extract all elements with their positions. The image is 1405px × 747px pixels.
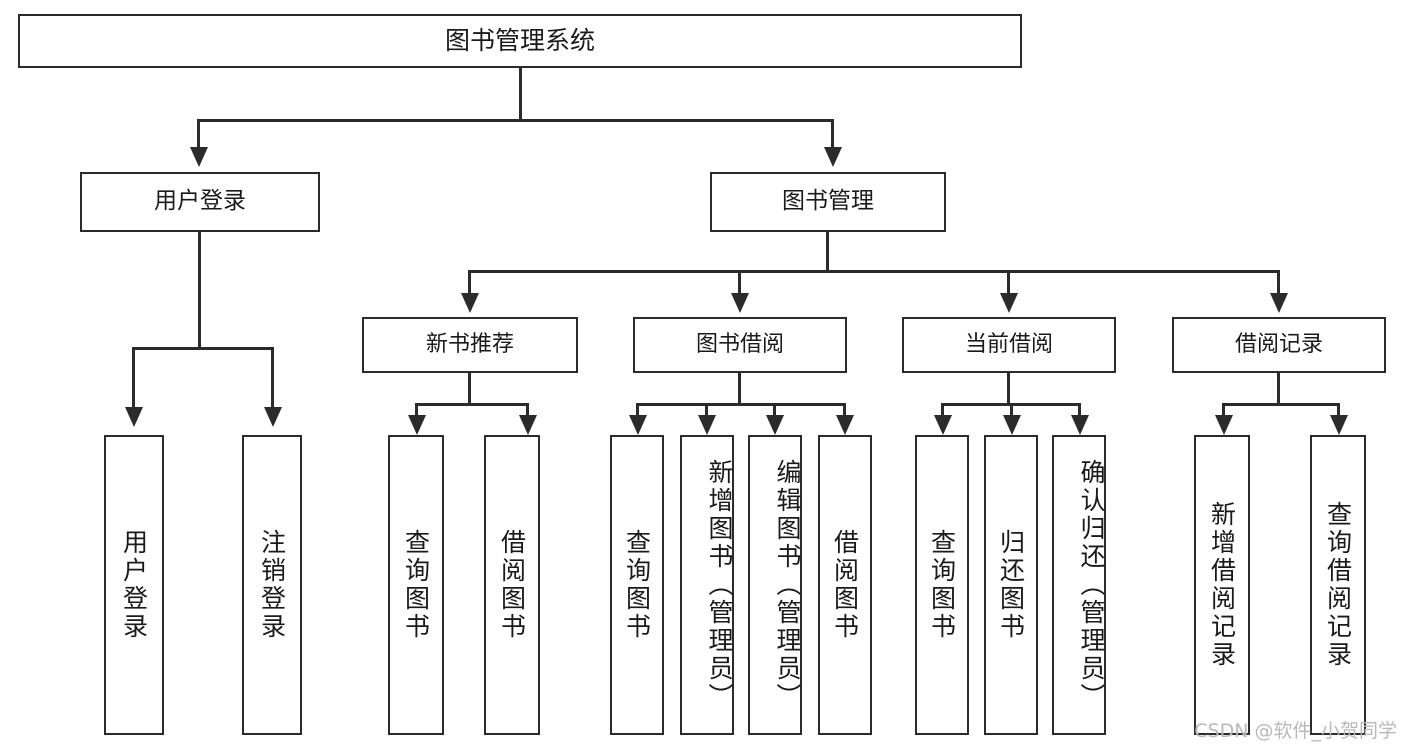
leaf-confirm-return-admin[interactable]: 确认归还（管理员） [1052, 435, 1106, 735]
arrowhead-br-leaf-2 [1330, 415, 1348, 435]
node-label: 查询图书 [927, 529, 957, 641]
connector-nbr-leaf-2 [526, 403, 529, 420]
node-user-login[interactable]: 用户登录 [80, 172, 320, 232]
arrowhead-br-leaf-1 [1215, 415, 1233, 435]
arrowhead-nbr-leaf-2 [519, 415, 537, 435]
leaf-query-borrow-record[interactable]: 查询借阅记录 [1310, 435, 1366, 735]
connector-user-login-to-leaf-1 [132, 347, 135, 409]
connector-bb-leaf-3 [773, 403, 776, 420]
leaf-borrow-book-recommend[interactable]: 借阅图书 [484, 435, 540, 735]
connector-user-login-distributor [132, 347, 274, 350]
connector-root-distributor [197, 119, 834, 122]
connector-bb-leaf-4 [843, 403, 846, 420]
watermark: CSDN @软件_小贺同学 [1194, 720, 1397, 742]
node-label: 新增借阅记录 [1207, 501, 1237, 669]
connector-to-new-book-recommend [468, 270, 471, 295]
connector-cb-leaf-1 [941, 403, 944, 420]
arrowhead-to-user-login [190, 147, 208, 167]
node-book-management[interactable]: 图书管理 [710, 172, 946, 232]
arrowhead-bb-leaf-3 [766, 415, 784, 435]
node-label: 新书推荐 [425, 332, 514, 358]
connector-to-borrow-record [1277, 270, 1280, 295]
connector-bb-leaf-1 [636, 403, 639, 420]
connector-cb-leaf-2 [1010, 403, 1013, 420]
node-root-book-management-system[interactable]: 图书管理系统 [18, 14, 1022, 68]
arrowhead-bb-leaf-1 [629, 415, 647, 435]
connector-to-book-borrow [738, 270, 741, 295]
arrowhead-to-new-book-recommend [461, 293, 479, 313]
connector-book-management-distributor [468, 270, 1280, 273]
arrowhead-nbr-leaf-1 [408, 415, 426, 435]
node-label: 图书借阅 [695, 332, 784, 358]
connector-nbr-leaf-1 [415, 403, 418, 420]
node-label: 当前借阅 [964, 332, 1053, 358]
leaf-user-login[interactable]: 用户登录 [104, 435, 164, 735]
node-label: 查询图书 [401, 529, 431, 641]
connector-user-login-to-leaf-2 [271, 347, 274, 409]
leaf-query-book-recommend[interactable]: 查询图书 [388, 435, 444, 735]
node-label: 借阅图书 [830, 529, 860, 641]
leaf-query-book-borrow[interactable]: 查询图书 [610, 435, 664, 735]
node-label: 借阅图书 [497, 529, 527, 641]
leaf-edit-book-admin[interactable]: 编辑图书（管理员） [748, 435, 802, 735]
arrowhead-cb-leaf-2 [1003, 415, 1021, 435]
connector-root-to-user-login [197, 119, 200, 149]
node-current-borrow[interactable]: 当前借阅 [902, 317, 1116, 373]
arrowhead-to-book-management [824, 147, 842, 167]
connector-new-book-recommend-stem [468, 373, 471, 405]
connector-bb-leaf-2 [705, 403, 708, 420]
connector-br-leaf-1 [1222, 403, 1225, 420]
node-label: 用户登录 [119, 529, 149, 641]
node-label: 图书管理系统 [444, 26, 595, 56]
connector-book-management-stem [826, 232, 829, 272]
node-label: 查询图书 [622, 529, 652, 641]
connector-new-book-recommend-distributor [415, 403, 529, 406]
connector-to-current-borrow [1007, 270, 1010, 295]
connector-cb-leaf-3 [1078, 403, 1081, 420]
node-label: 借阅记录 [1234, 332, 1323, 358]
connector-borrow-record-stem [1277, 373, 1280, 405]
connector-user-login-stem [198, 232, 201, 349]
connector-br-leaf-2 [1337, 403, 1340, 420]
node-label: 确认归还（管理员） [1077, 459, 1106, 711]
node-label: 归还图书 [996, 529, 1026, 641]
node-label: 新增图书（管理员） [705, 459, 734, 711]
leaf-logout[interactable]: 注销登录 [242, 435, 302, 735]
node-label: 查询借阅记录 [1323, 501, 1353, 669]
arrowhead-bb-leaf-4 [836, 415, 854, 435]
connector-root-to-book-management [831, 119, 834, 149]
node-label: 编辑图书（管理员） [773, 459, 802, 711]
node-borrow-record[interactable]: 借阅记录 [1172, 317, 1386, 373]
connector-book-borrow-distributor [636, 403, 846, 406]
node-new-book-recommend[interactable]: 新书推荐 [362, 317, 578, 373]
leaf-add-borrow-record[interactable]: 新增借阅记录 [1194, 435, 1250, 735]
node-label: 注销登录 [257, 529, 287, 641]
arrowhead-user-login-leaf-2 [264, 407, 282, 427]
arrowhead-cb-leaf-1 [934, 415, 952, 435]
connector-root-stem [519, 68, 522, 120]
node-label: 图书管理 [782, 188, 874, 215]
leaf-return-book[interactable]: 归还图书 [984, 435, 1038, 735]
node-book-borrow[interactable]: 图书借阅 [633, 317, 847, 373]
arrowhead-bb-leaf-2 [698, 415, 716, 435]
connector-borrow-record-distributor [1222, 403, 1340, 406]
leaf-borrow-book[interactable]: 借阅图书 [818, 435, 872, 735]
arrowhead-to-borrow-record [1270, 293, 1288, 313]
node-label: 用户登录 [154, 188, 246, 215]
arrowhead-to-current-borrow [1000, 293, 1018, 313]
connector-book-borrow-stem [738, 373, 741, 405]
arrowhead-to-book-borrow [731, 293, 749, 313]
connector-current-borrow-stem [1007, 373, 1010, 405]
leaf-add-book-admin[interactable]: 新增图书（管理员） [680, 435, 734, 735]
arrowhead-cb-leaf-3 [1071, 415, 1089, 435]
leaf-query-book-current[interactable]: 查询图书 [915, 435, 969, 735]
arrowhead-user-login-leaf-1 [125, 407, 143, 427]
